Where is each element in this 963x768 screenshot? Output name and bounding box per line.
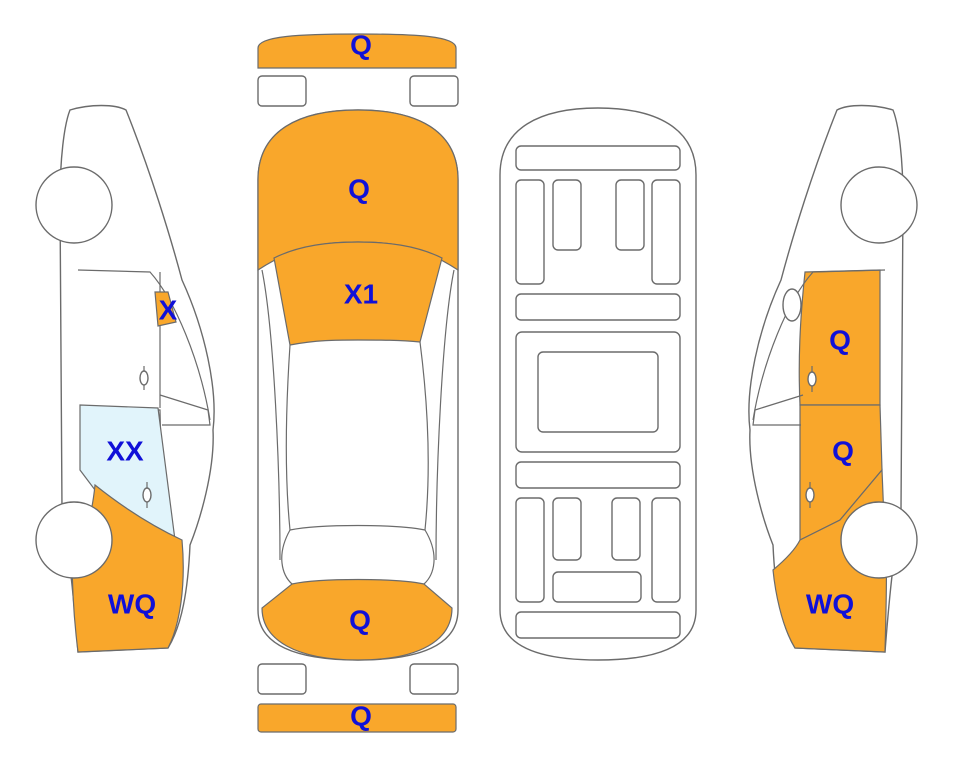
trunk-panel: [261, 578, 453, 661]
underside-panel: [611, 497, 641, 561]
windshield-label: X1: [344, 278, 378, 309]
rear-window-outline: [281, 529, 435, 585]
underside-view: [499, 107, 697, 661]
left-quarter-window-panel: [154, 291, 177, 327]
rear-bumper-label: Q: [350, 700, 372, 731]
underside-panel: [515, 461, 681, 489]
right-rear-door-label: Q: [832, 435, 854, 466]
front-bumper-panel: [257, 33, 457, 69]
left-front-wheel: [35, 166, 113, 244]
left-rear-door-handle: [142, 482, 152, 508]
right-headlight: [409, 75, 459, 107]
underside-panel: [552, 571, 642, 603]
rear-bumper-panel: [257, 703, 457, 733]
left-rear-quarter-label: WQ: [108, 588, 156, 619]
left-front-door-handle: [139, 366, 149, 390]
right-rear-wheel: [840, 501, 918, 579]
right-front-door-handle: [807, 366, 817, 392]
right-fuel-cap: [782, 288, 802, 322]
left-side-rail: [261, 269, 281, 561]
underside-panel: [515, 611, 681, 639]
left-rear-door-label: XX: [106, 435, 144, 466]
left-headlight: [257, 75, 307, 107]
underside-panel: [515, 179, 545, 285]
underside-panel: [651, 497, 681, 603]
damage-labels: Q Q X1 Q Q X XX WQ Q Q WQ: [106, 29, 854, 731]
underside-panel: [515, 497, 545, 603]
underside-panel: [615, 179, 645, 251]
roof-outline: [285, 341, 429, 531]
left-quarter-window-label: X: [159, 294, 178, 325]
left-taillight: [257, 663, 307, 695]
right-front-door-label: Q: [829, 324, 851, 355]
trunk-label: Q: [349, 604, 371, 635]
right-rear-quarter-label: WQ: [806, 588, 854, 619]
windshield-panel: [273, 241, 443, 346]
front-bumper-label: Q: [350, 29, 372, 60]
underside-center-panel: [537, 351, 659, 433]
underside-panel: [651, 179, 681, 285]
left-mirror: [159, 394, 211, 426]
left-rear-wheel: [35, 501, 113, 579]
underside-panel: [552, 179, 582, 251]
right-rear-door-handle: [805, 482, 815, 508]
hood-label: Q: [348, 173, 370, 204]
right-side-view: [748, 104, 918, 653]
left-roof-line: [77, 269, 211, 421]
right-roof-line: [752, 269, 886, 421]
right-side-rail: [435, 269, 455, 561]
right-taillight: [409, 663, 459, 695]
left-side-view: [35, 104, 215, 653]
top-view: [257, 33, 459, 733]
underside-panel: [552, 497, 582, 561]
underside-panel: [515, 293, 681, 321]
underside-panel: [515, 145, 681, 171]
right-front-wheel: [840, 166, 918, 244]
